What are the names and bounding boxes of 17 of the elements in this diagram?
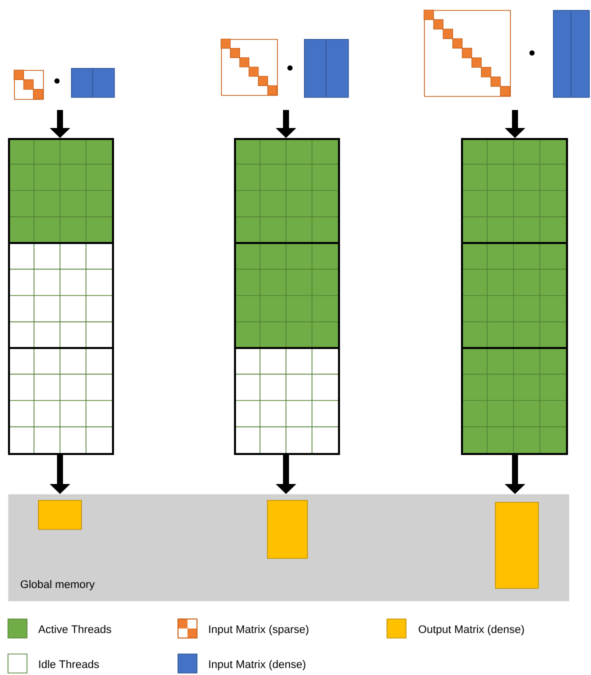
thread-grid <box>7 138 114 455</box>
sparse-matrix <box>220 38 278 96</box>
legend-label: Idle Threads <box>39 660 99 668</box>
dense-matrix <box>304 38 349 98</box>
output-matrix <box>495 502 539 589</box>
legend-label: Input Matrix (dense) <box>209 660 306 670</box>
legend-label: Active Threads <box>38 625 112 634</box>
legend-label: Input Matrix (sparse) <box>209 625 308 636</box>
dense-matrix <box>553 10 590 98</box>
dense-matrix <box>71 68 115 98</box>
thread-grid <box>233 138 340 455</box>
output-matrix <box>267 500 308 559</box>
sparse-matrix <box>424 10 511 97</box>
output-matrix <box>38 500 82 530</box>
thread-grid <box>460 138 568 455</box>
sparse-matrix <box>14 70 44 100</box>
legend-label: Output Matrix (dense) <box>418 625 524 636</box>
